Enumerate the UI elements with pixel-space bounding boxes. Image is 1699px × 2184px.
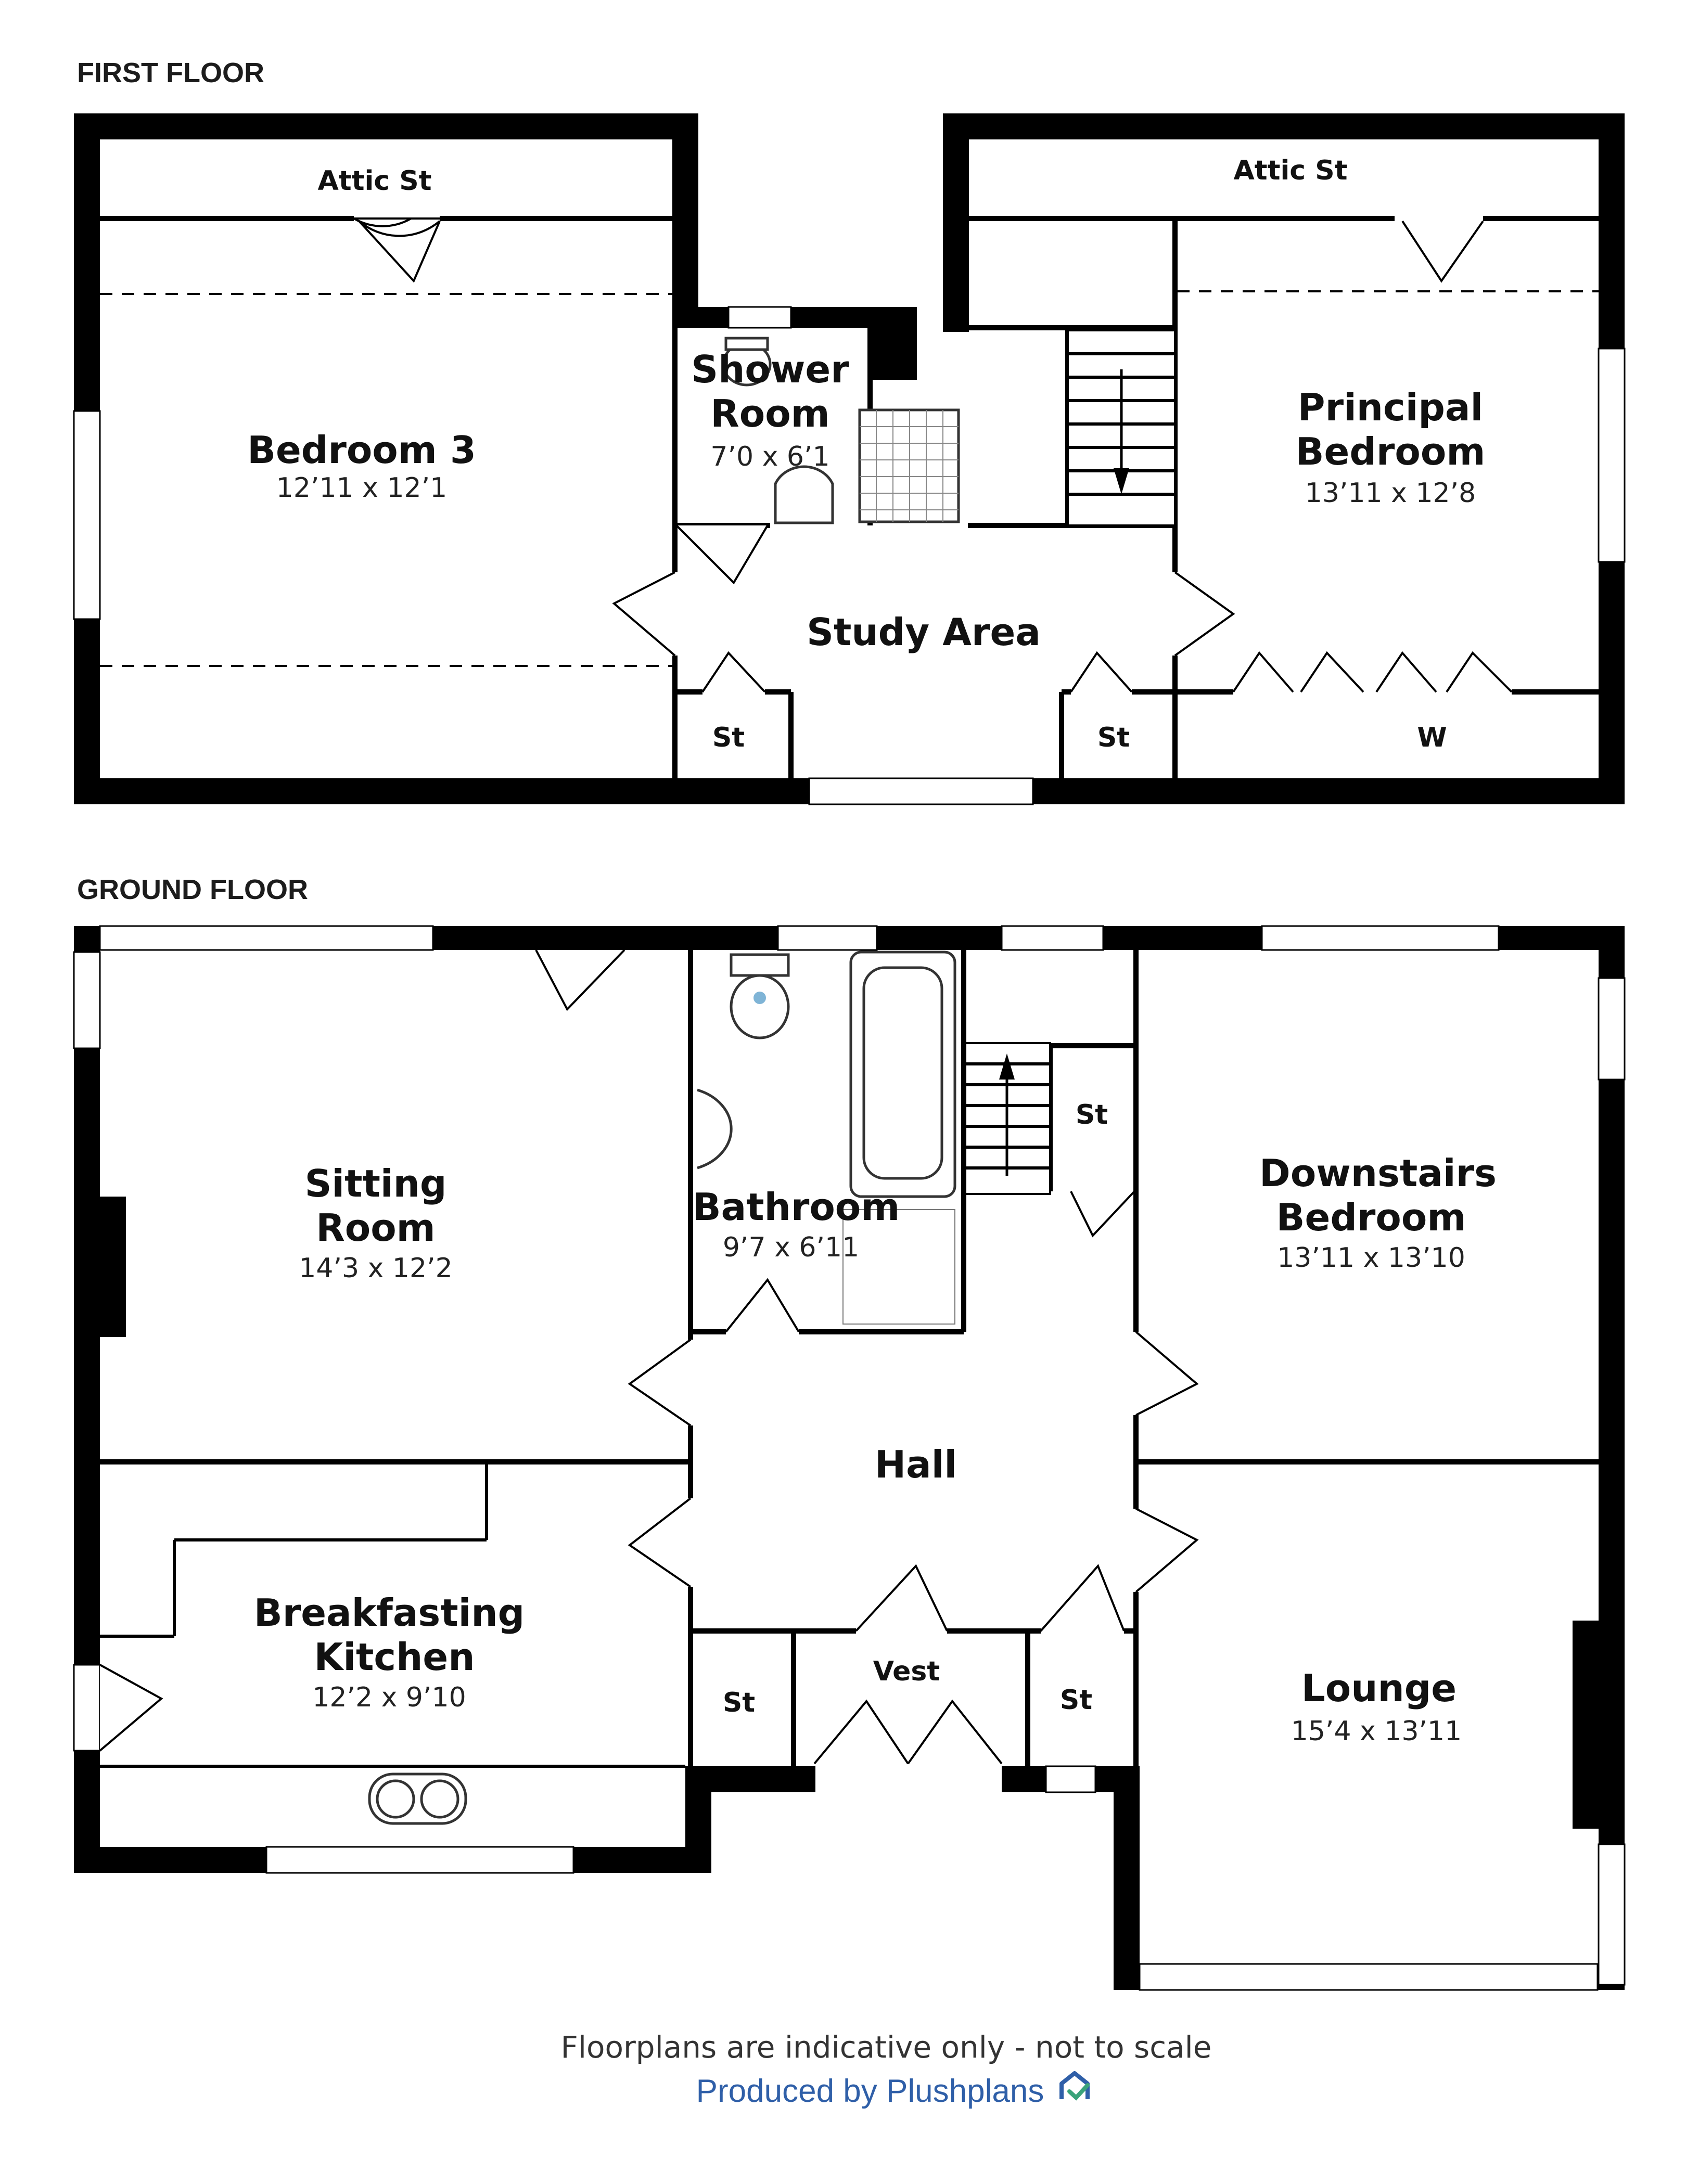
hall-name: Hall [875,1443,957,1486]
first-floor: FIRST FLOOR [73,57,1626,805]
door-store-lounge[interactable] [1040,1564,1125,1632]
principal-bedroom-name-line2: Bedroom [1296,430,1486,473]
door-wardrobe-3[interactable] [1375,651,1437,693]
plushplans-logo-icon [1059,2071,1090,2101]
first-floor-outer-walls [74,113,1625,804]
sitting-room-name-line1: Sitting [305,1162,447,1205]
lounge-dims: 15’4 x 13’11 [1291,1716,1462,1747]
store-lounge-label: St [1060,1685,1092,1716]
principal-bedroom-dims: 13’11 x 12’8 [1305,478,1476,509]
vest-label: Vest [873,1656,940,1687]
sitting-room-name-line2: Room [316,1206,435,1250]
first-floor-windows [73,306,1626,805]
bathroom-dims: 9’7 x 6’11 [723,1232,859,1263]
ground-floor-outer-walls [74,926,1625,1990]
door-lounge[interactable] [1135,1508,1199,1593]
disclaimer-text: Floorplans are indicative only - not to … [561,2029,1212,2065]
window [727,306,792,329]
door-wardrobe-4[interactable] [1446,651,1513,693]
toilet-icon [730,974,790,1039]
sitting-room-dims: 14’3 x 12’2 [299,1253,452,1284]
lounge-name: Lounge [1301,1666,1457,1710]
ground-floor-doors [99,949,1199,1765]
door-bathroom[interactable] [725,1278,800,1333]
downstairs-bedroom-dims: 13’11 x 13’10 [1277,1242,1465,1274]
door-downstairs-bedroom[interactable] [1135,1331,1199,1416]
window [1001,925,1104,951]
store-stair-label: St [1076,1099,1108,1130]
ground-floor-stairs [964,1042,1051,1195]
door-bedroom3[interactable] [612,571,676,657]
store-kitchen-label: St [723,1687,755,1718]
window [1139,1963,1599,1991]
downstairs-bedroom-name-line1: Downstairs [1259,1151,1497,1195]
store-right-label: St [1097,722,1130,753]
door-wardrobe-2[interactable] [1300,651,1364,693]
first-floor-doors [350,217,1513,693]
downstairs-bedroom-name-line2: Bedroom [1276,1196,1466,1239]
sink-icon [774,465,834,524]
window [73,1664,101,1752]
door-front-right[interactable] [907,1699,1003,1765]
store-left-label: St [712,722,745,753]
door-kitchen-hall[interactable] [628,1497,692,1588]
ground-floor-title: GROUND FLOOR [77,874,308,905]
stair-arrow-up-icon-head [999,1054,1015,1080]
bathroom-fixtures [697,950,956,1325]
first-floor-title: FIRST FLOOR [77,57,264,88]
door-front-left[interactable] [813,1699,909,1765]
first-floor-stairs [1067,329,1176,526]
window [1045,1765,1096,1793]
kitchen-name-line1: Breakfasting [254,1591,525,1635]
door-store-left[interactable] [701,651,766,693]
attic-store-left-label: Attic St [317,165,431,197]
window [1598,1843,1626,1986]
kitchen-name-line2: Kitchen [314,1635,475,1679]
window [1598,348,1626,563]
door-sitting-room[interactable] [535,949,625,1011]
window [99,925,434,951]
principal-bedroom-name-line1: Principal [1298,386,1483,429]
window [808,777,1034,805]
ground-floor: GROUND FLOOR [73,874,1626,1991]
sink-icon [697,1088,733,1170]
bedroom3-dims: 12’11 x 12’1 [276,472,447,504]
door-principal[interactable] [1174,571,1235,657]
door-shower[interactable] [675,524,769,585]
shower-room-name-line2: Room [710,392,829,435]
kitchen-dims: 12’2 x 9’10 [312,1682,466,1713]
stair-arrow-down-icon-head [1114,468,1129,494]
study-area-name: Study Area [807,610,1041,654]
door-attic-right[interactable] [1401,220,1484,283]
door-kitchen-back[interactable] [99,1664,163,1752]
window [1598,977,1626,1081]
shower-room-name-line1: Shower [691,348,849,391]
attic-store-right-label: Attic St [1233,155,1347,186]
footer: Floorplans are indicative only - not to … [561,2029,1212,2109]
shower-room-fixtures [722,337,960,524]
door-sitting-hall[interactable] [628,1339,692,1427]
door-attic-left[interactable] [358,220,441,283]
window [73,410,101,620]
window [777,925,878,951]
shower-room-dims: 7’0 x 6’1 [710,441,829,472]
door-wardrobe-1[interactable] [1232,651,1294,693]
shower-tray-icon [842,1209,955,1325]
bathroom-name: Bathroom [693,1185,900,1229]
window [1261,925,1500,951]
door-store-right[interactable] [1070,651,1133,693]
window [265,1846,574,1874]
door-vest[interactable] [855,1564,948,1632]
ground-floor-windows [73,925,1626,1991]
window [73,951,101,1049]
wardrobe-label: W [1417,722,1447,753]
bedroom3-name: Bedroom 3 [247,428,476,472]
door-store-stair[interactable] [1070,1190,1135,1238]
credit-link[interactable]: Produced by Plushplans [696,2073,1044,2109]
